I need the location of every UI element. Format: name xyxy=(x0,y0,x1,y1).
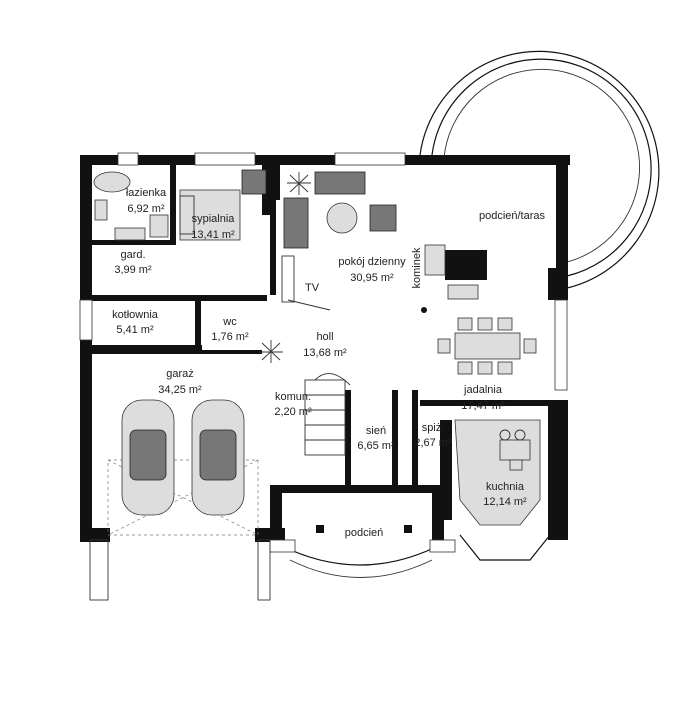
label-lazienka-area: 6,92 m² xyxy=(127,203,165,215)
windows xyxy=(79,152,568,391)
label-spiz-name: spiż. xyxy=(422,422,445,434)
label-pokoj-area: 30,95 m² xyxy=(350,272,394,284)
car-left xyxy=(121,399,175,516)
label-holl-name: holl xyxy=(316,331,333,343)
label-pokoj-name: pokój dzienny xyxy=(338,256,406,268)
label-podcien: podcień xyxy=(345,527,384,539)
kitchen-units xyxy=(454,419,541,526)
label-sien-area: 6,65 m² xyxy=(357,440,395,452)
kitchen-bay xyxy=(459,534,551,561)
label-kominek: kominek xyxy=(411,247,423,288)
dining-table xyxy=(437,317,537,375)
living-furniture xyxy=(281,171,397,311)
label-kotlownia-name: kotłownia xyxy=(112,309,159,321)
label-garaz-name: garaż xyxy=(166,368,194,380)
label-komun-area: 2,20 m² xyxy=(274,406,312,418)
label-spiz-area: 2,67 m² xyxy=(414,437,452,449)
label-gard-name: gard. xyxy=(120,249,145,261)
label-sypialnia-name: sypialnia xyxy=(192,213,236,225)
label-jadalnia-name: jadalnia xyxy=(463,384,503,396)
label-tv: TV xyxy=(305,282,320,294)
label-jadalnia-area: 17,47 m² xyxy=(461,400,505,412)
bed xyxy=(179,169,267,241)
label-garaz-area: 34,25 m² xyxy=(158,384,202,396)
label-lazienka-name: łazienka xyxy=(126,187,167,199)
label-sien-name: sień xyxy=(366,425,386,437)
label-kuchnia-area: 12,14 m² xyxy=(483,496,527,508)
label-kuchnia-name: kuchnia xyxy=(486,481,525,493)
plants xyxy=(259,172,311,363)
room-labels: łazienka 6,92 m² sypialnia 13,41 m² gard… xyxy=(112,187,545,539)
garage-driveway xyxy=(89,459,271,601)
label-wc-name: wc xyxy=(222,316,237,328)
label-komun-name: komun. xyxy=(275,391,311,403)
terrace-arc xyxy=(419,50,660,289)
label-sypialnia-area: 13,41 m² xyxy=(191,229,235,241)
car-right xyxy=(191,399,245,516)
label-podcien-taras: podcień/taras xyxy=(479,210,546,222)
fireplace xyxy=(421,244,479,313)
stairs xyxy=(304,373,351,456)
bathroom-fixtures xyxy=(93,171,169,241)
interior-walls xyxy=(92,165,550,493)
label-gard-area: 3,99 m² xyxy=(114,264,152,276)
label-wc-area: 1,76 m² xyxy=(211,331,249,343)
label-holl-area: 13,68 m² xyxy=(303,347,347,359)
label-kotlownia-area: 5,41 m² xyxy=(116,324,154,336)
